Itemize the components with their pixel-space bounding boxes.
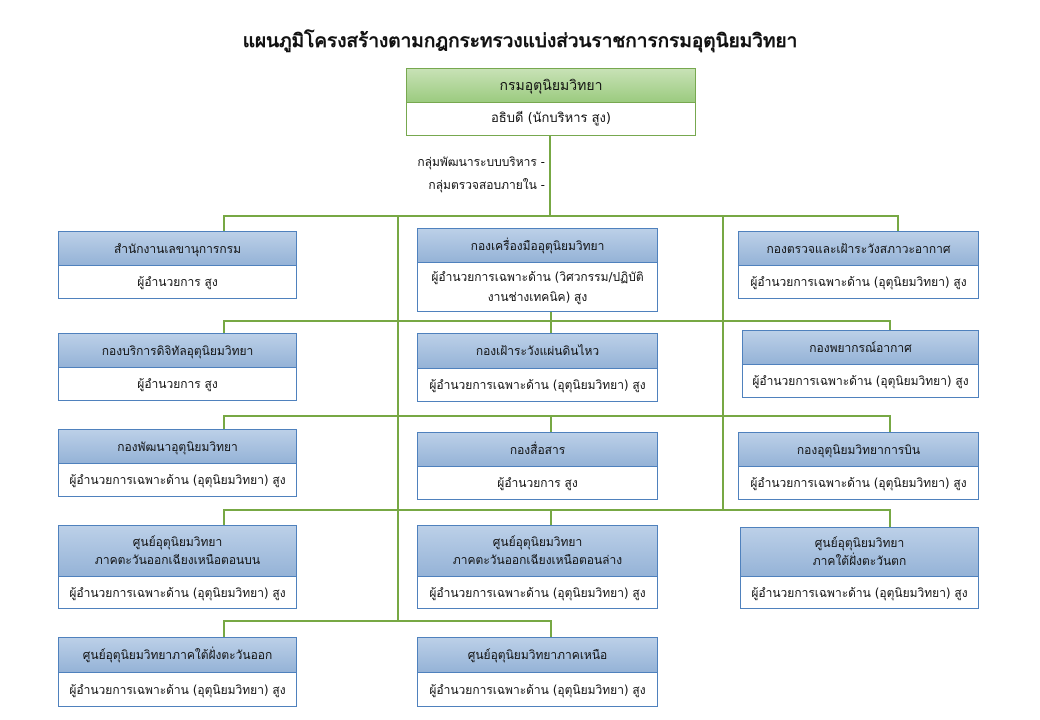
root-name: กรมอุตุนิยมวิทยา (407, 69, 695, 103)
unit-head: ผู้อำนวยการเฉพาะด้าน (อุตุนิยมวิทยา) สูง (69, 585, 286, 600)
unit-head: ผู้อำนวยการเฉพาะด้าน (อุตุนิยมวิทยา) สูง (751, 585, 968, 600)
connector-line (223, 509, 891, 511)
connector-line (397, 215, 399, 622)
unit-box: กองตรวจและเฝ้าระวังสภาวะอากาศ ผู้อำนวยกา… (738, 231, 979, 299)
connector-line (223, 320, 891, 322)
unit-box: กองพัฒนาอุตุนิยมวิทยา ผู้อำนวยการเฉพาะด้… (58, 429, 297, 497)
unit-name: กองตรวจและเฝ้าระวังสภาวะอากาศ (739, 232, 978, 266)
connector-line (550, 509, 552, 525)
unit-name: สำนักงานเลขานุการกรม (59, 232, 296, 266)
unit-name: ศูนย์อุตุนิยมวิทยาภาคใต้ฝั่งตะวันออก (59, 638, 296, 673)
root-box: กรมอุตุนิยมวิทยา อธิบดี (นักบริหาร สูง) (406, 68, 696, 136)
unit-head: ผู้อำนวยการเฉพาะด้าน (อุตุนิยมวิทยา) สูง (69, 682, 286, 697)
connector-line (897, 215, 899, 231)
unit-head: ผู้อำนวยการเฉพาะด้าน (อุตุนิยมวิทยา) สูง (429, 682, 646, 697)
unit-head: ผู้อำนวยการ สูง (137, 275, 218, 289)
unit-box: กองพยากรณ์อากาศ ผู้อำนวยการเฉพาะด้าน (อุ… (742, 330, 979, 398)
unit-head: ผู้อำนวยการเฉพาะด้าน (อุตุนิยมวิทยา) สูง (69, 473, 286, 487)
connector-line (550, 415, 552, 432)
unit-name: ศูนย์อุตุนิยมวิทยา ภาคใต้ฝั่งตะวันตก (741, 528, 978, 577)
unit-name: ศูนย์อุตุนิยมวิทยา ภาคตะวันออกเฉียงเหนือ… (59, 526, 296, 577)
staff-unit: กลุ่มตรวจสอบภายใน - (428, 178, 545, 192)
unit-box: ศูนย์อุตุนิยมวิทยา ภาคตะวันออกเฉียงเหนือ… (58, 525, 297, 609)
connector-line (889, 320, 891, 330)
connector-line (223, 620, 552, 622)
unit-box: กองอุตุนิยมวิทยาการบิน ผู้อำนวยการเฉพาะด… (738, 432, 979, 500)
unit-head: ผู้อำนวยการเฉพาะด้าน (วิศวกรรม/ปฏิบัติงา… (431, 270, 644, 304)
unit-box: กองเฝ้าระวังแผ่นดินไหว ผู้อำนวยการเฉพาะด… (417, 333, 658, 402)
unit-box: กองสื่อสาร ผู้อำนวยการ สูง (417, 432, 658, 500)
root-head: อธิบดี (นักบริหาร สูง) (491, 111, 611, 126)
unit-name: ศูนย์อุตุนิยมวิทยา ภาคตะวันออกเฉียงเหนือ… (418, 526, 657, 577)
connector-line (889, 415, 891, 432)
connector-line (549, 135, 551, 217)
connector-line (550, 311, 552, 333)
unit-box: ศูนย์อุตุนิยมวิทยา ภาคใต้ฝั่งตะวันตก ผู้… (740, 527, 979, 609)
unit-name: กองพัฒนาอุตุนิยมวิทยา (59, 430, 296, 464)
unit-name: กองสื่อสาร (418, 433, 657, 467)
connector-line (889, 509, 891, 527)
unit-box: กองบริการดิจิทัลอุตุนิยมวิทยา ผู้อำนวยกา… (58, 333, 297, 401)
unit-head: ผู้อำนวยการเฉพาะด้าน (อุตุนิยมวิทยา) สูง (429, 585, 646, 600)
unit-box: สำนักงานเลขานุการกรม ผู้อำนวยการ สูง (58, 231, 297, 299)
unit-box: กองเครื่องมืออุตุนิยมวิทยา ผู้อำนวยการเฉ… (417, 228, 658, 312)
unit-box: ศูนย์อุตุนิยมวิทยาภาคเหนือ ผู้อำนวยการเฉ… (417, 637, 658, 707)
connector-line (223, 415, 225, 429)
connector-line (223, 415, 891, 417)
unit-name: กองบริการดิจิทัลอุตุนิยมวิทยา (59, 334, 296, 368)
chart-title: แผนภูมิโครงสร้างตามกฎกระทรวงแบ่งส่วนราชก… (242, 30, 798, 52)
connector-line (223, 215, 225, 231)
connector-line (722, 215, 724, 511)
connector-line (223, 320, 225, 333)
staff-unit: กลุ่มพัฒนาระบบบริหาร - (417, 155, 545, 169)
unit-name: กองอุตุนิยมวิทยาการบิน (739, 433, 978, 467)
unit-name: ศูนย์อุตุนิยมวิทยาภาคเหนือ (418, 638, 657, 673)
connector-line (223, 509, 225, 525)
unit-head: ผู้อำนวยการเฉพาะด้าน (อุตุนิยมวิทยา) สูง (750, 476, 967, 490)
unit-box: ศูนย์อุตุนิยมวิทยาภาคใต้ฝั่งตะวันออก ผู้… (58, 637, 297, 707)
unit-head: ผู้อำนวยการเฉพาะด้าน (อุตุนิยมวิทยา) สูง (750, 275, 967, 289)
unit-box: ศูนย์อุตุนิยมวิทยา ภาคตะวันออกเฉียงเหนือ… (417, 525, 658, 609)
connector-line (550, 620, 552, 637)
unit-name: กองพยากรณ์อากาศ (743, 331, 978, 365)
unit-name: กองเฝ้าระวังแผ่นดินไหว (418, 334, 657, 369)
unit-head: ผู้อำนวยการเฉพาะด้าน (อุตุนิยมวิทยา) สูง (429, 378, 646, 392)
unit-name: กองเครื่องมืออุตุนิยมวิทยา (418, 229, 657, 263)
unit-head: ผู้อำนวยการ สูง (137, 377, 218, 391)
unit-head: ผู้อำนวยการเฉพาะด้าน (อุตุนิยมวิทยา) สูง (752, 374, 969, 388)
connector-line (223, 215, 899, 217)
connector-line (223, 620, 225, 637)
unit-head: ผู้อำนวยการ สูง (497, 476, 578, 490)
